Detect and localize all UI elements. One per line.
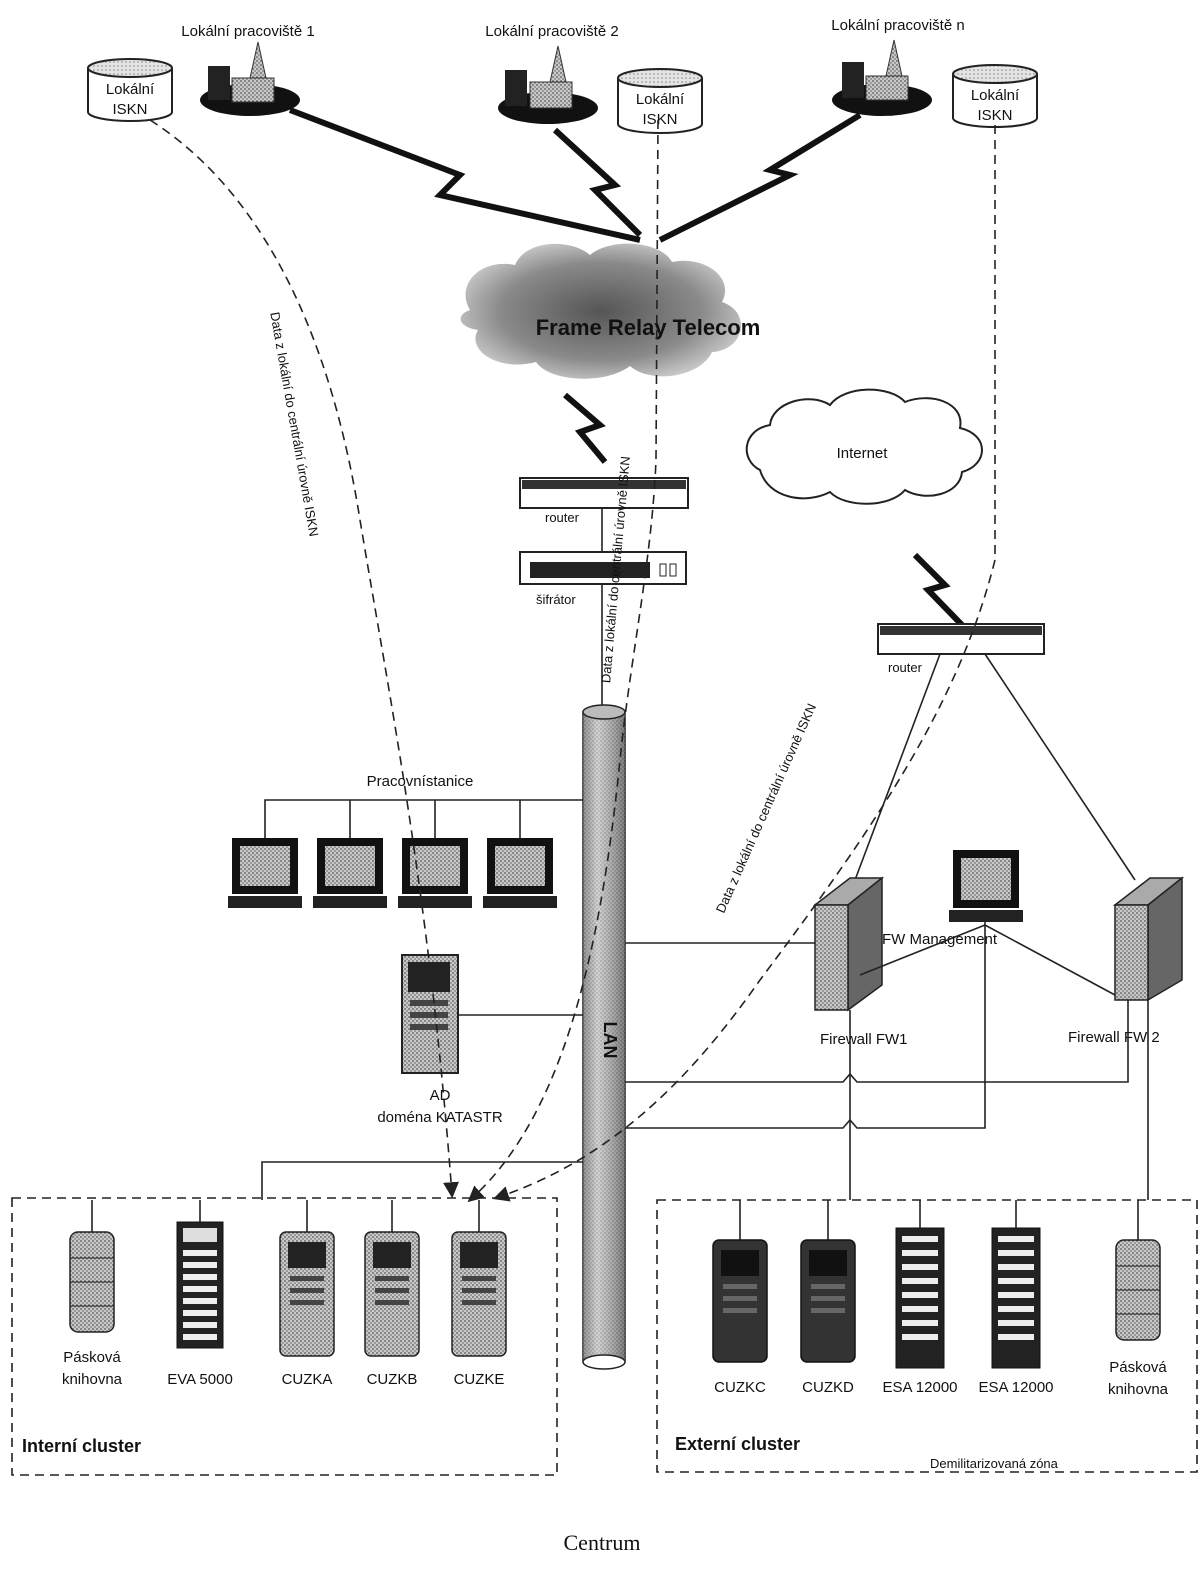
ext-node-4-label: ESA 12000: [978, 1379, 1053, 1396]
fw1-label: Firewall FW1: [820, 1031, 908, 1048]
workstations-label: Pracovnístanice: [367, 773, 474, 790]
site2-db-label-2: ISKN: [642, 111, 677, 128]
ext-node-1-label: CUZKC: [714, 1379, 766, 1396]
siten-db-label-2: ISKN: [977, 107, 1012, 124]
site1-title: Lokální pracoviště 1: [181, 23, 314, 40]
site1-office-icon: [200, 42, 300, 116]
internal-node-cuzka: CUZKA: [280, 1200, 334, 1388]
lan-backbone: LAN: [583, 705, 625, 1369]
lightning-siten: [660, 115, 860, 240]
firewall-fw1: Firewall FW1: [815, 878, 908, 1048]
workstation-icon-1: [228, 838, 302, 908]
frame-relay-cloud: Frame Relay Telecom: [461, 244, 761, 379]
int-node-1-label-1: Pásková: [63, 1349, 121, 1366]
firewall-fw2: Firewall FW 2: [1068, 878, 1182, 1046]
frame-relay-label: Frame Relay Telecom: [536, 315, 761, 340]
router-fw2-link: [985, 654, 1135, 880]
router-fw1-link: [855, 654, 940, 880]
int-node-1-label-2: knihovna: [62, 1371, 123, 1388]
int-node-4-label: CUZKB: [367, 1371, 418, 1388]
external-cluster-title: Externí cluster: [675, 1434, 800, 1454]
siten-office-icon: [832, 40, 932, 116]
ext-node-5-label-1: Pásková: [1109, 1359, 1167, 1376]
site2-title: Lokální pracoviště 2: [485, 23, 618, 40]
ext-node-5-label-2: knihovna: [1108, 1381, 1169, 1398]
internal-cluster-title: Interní cluster: [22, 1436, 141, 1456]
encryptor: šifrátor: [520, 552, 686, 607]
lightning-site2: [555, 130, 640, 235]
workstation-icon-2: [313, 838, 387, 908]
int-node-5-label: CUZKE: [454, 1371, 505, 1388]
figure-caption: Centrum: [0, 1530, 1204, 1556]
site1-db-label-2: ISKN: [112, 101, 147, 118]
siten-database-icon: Lokální ISKN: [953, 65, 1037, 127]
internal-node-eva5000: EVA 5000: [167, 1200, 233, 1388]
lan-mgmt-link: [625, 922, 985, 1128]
int-node-2-label: EVA 5000: [167, 1371, 233, 1388]
internal-node-cuzke: CUZKE: [452, 1200, 506, 1388]
internal-node-tape-library: Pásková knihovna: [62, 1200, 123, 1388]
workstation-icon-3: [398, 838, 472, 908]
dmz-label: Demilitarizovaná zóna: [930, 1456, 1059, 1471]
lan-label: LAN: [600, 1022, 620, 1059]
center-router: router: [520, 478, 688, 525]
lightning-cloud-router: [565, 395, 605, 462]
internet-cloud: Internet: [747, 390, 982, 504]
workstation-icon-4: [483, 838, 557, 908]
external-node-esa-2: ESA 12000: [978, 1200, 1053, 1396]
ad-server: AD doména KATASTR: [377, 955, 502, 1126]
flow-right-label: Data z lokální do centrální úrovně ISKN: [713, 701, 819, 915]
ad-label-1: AD: [430, 1087, 451, 1104]
lightning-internet-router: [915, 555, 962, 625]
internet-router: router: [878, 624, 1044, 675]
fw-management-label: FW Management: [882, 931, 998, 948]
site2-office-icon: [498, 46, 598, 124]
site1-db-label-1: Lokální: [106, 81, 155, 98]
local-site-n: Lokální pracoviště n Lokální ISKN: [831, 17, 1037, 127]
flow-left-label: Data z lokální do centrální úrovně ISKN: [267, 311, 321, 538]
internet-label: Internet: [837, 445, 889, 462]
local-site-1: Lokální pracoviště 1 Lokální ISKN: [88, 23, 315, 121]
external-node-cuzkd: CUZKD: [801, 1200, 855, 1396]
encryptor-label: šifrátor: [536, 592, 576, 607]
internal-bus: [262, 1162, 583, 1200]
ws-bus: [265, 800, 583, 838]
internet-router-label: router: [888, 660, 923, 675]
site2-db-label-1: Lokální: [636, 91, 685, 108]
site1-database-icon: Lokální ISKN: [88, 59, 172, 121]
lightning-site1: [290, 110, 640, 240]
ad-label-2: doména KATASTR: [377, 1109, 502, 1126]
external-node-tape-library: Pásková knihovna: [1108, 1200, 1169, 1398]
int-node-3-label: CUZKA: [282, 1371, 333, 1388]
external-node-cuzkc: CUZKC: [713, 1200, 767, 1396]
siten-db-label-1: Lokální: [971, 87, 1020, 104]
site2-database-icon: Lokální ISKN: [618, 69, 702, 133]
fw2-label: Firewall FW 2: [1068, 1029, 1160, 1046]
ext-node-3-label: ESA 12000: [882, 1379, 957, 1396]
external-node-esa-1: ESA 12000: [882, 1200, 957, 1396]
local-site-2: Lokální pracoviště 2 Lokální ISKN: [485, 23, 702, 133]
center-router-label: router: [545, 510, 580, 525]
internal-node-cuzkb: CUZKB: [365, 1200, 419, 1388]
ext-node-2-label: CUZKD: [802, 1379, 854, 1396]
siten-title: Lokální pracoviště n: [831, 17, 964, 34]
wan-lightning-links: [290, 110, 860, 240]
